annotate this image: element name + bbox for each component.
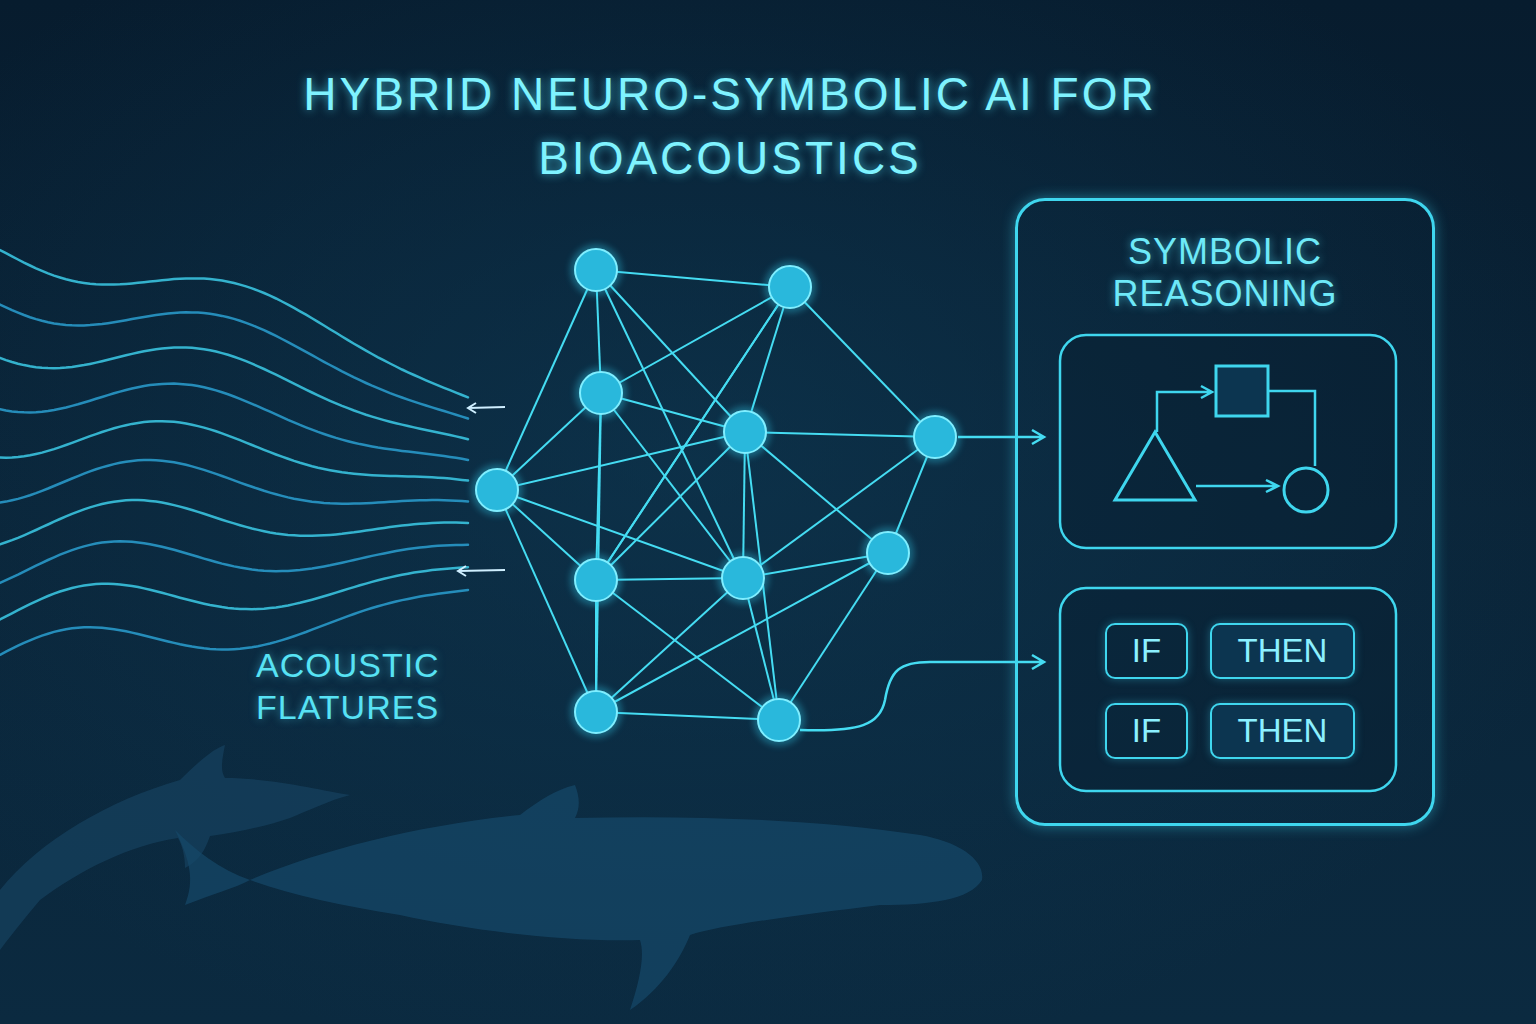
network-link <box>497 432 745 490</box>
neuron <box>580 372 622 414</box>
network-link <box>596 432 745 580</box>
neuron <box>575 559 617 601</box>
dolphin-silhouette <box>0 745 350 950</box>
neuron-glow <box>471 464 523 516</box>
rules-box <box>1060 588 1396 791</box>
rule-box: THEN <box>1210 703 1355 759</box>
neuron-glow <box>719 406 771 458</box>
network-link <box>497 490 743 578</box>
neuron-glow <box>570 686 622 738</box>
panel-heading: SYMBOLIC REASONING <box>1018 231 1432 315</box>
wave-line <box>0 590 468 655</box>
network-link <box>745 432 935 437</box>
neuron-glow <box>753 694 805 746</box>
neuron <box>914 416 956 458</box>
network-link <box>596 553 888 712</box>
rule-box: IF <box>1105 623 1188 679</box>
neuron <box>758 699 800 741</box>
axis-label: ACOUSTIC FLATURES <box>256 644 496 728</box>
network-link <box>596 393 601 712</box>
neuron <box>769 266 811 308</box>
network-link <box>745 432 888 553</box>
neuron <box>724 411 766 453</box>
neuron-glow <box>764 261 816 313</box>
rule-keyword: THEN <box>1238 712 1328 750</box>
wave-line <box>0 567 468 619</box>
neuron <box>575 249 617 291</box>
output-arrows <box>800 430 1044 730</box>
wave-line <box>0 421 468 480</box>
neuron-glow <box>717 552 769 604</box>
network-link <box>743 437 935 578</box>
neuron <box>867 532 909 574</box>
flowchart-box <box>1060 335 1396 548</box>
whale-silhouette <box>250 785 982 1010</box>
whale-tail <box>175 830 250 905</box>
wave-line <box>0 384 468 460</box>
neuron-glow <box>909 411 961 463</box>
wave-line <box>0 460 468 504</box>
rule-keyword: THEN <box>1238 632 1328 670</box>
wave-line <box>0 500 468 544</box>
network-link <box>779 553 888 720</box>
network-link <box>596 287 790 580</box>
small-arrows <box>458 403 505 576</box>
rule-box: THEN <box>1210 623 1355 679</box>
network-link <box>790 287 935 437</box>
neural-network <box>471 244 961 746</box>
wave-line <box>0 250 468 397</box>
wave-line <box>0 305 468 419</box>
neuron <box>722 557 764 599</box>
sound-waves <box>0 250 468 655</box>
neuron <box>575 691 617 733</box>
network-link <box>596 393 601 580</box>
rule-box: IF <box>1105 703 1188 759</box>
rule-keyword: IF <box>1132 712 1161 750</box>
neuron-glow <box>570 244 622 296</box>
network-link <box>596 712 779 720</box>
neuron-glow <box>862 527 914 579</box>
neuron-glow <box>570 554 622 606</box>
neuron-glow <box>575 367 627 419</box>
reasoning-panel: SYMBOLIC REASONING IF THEN IF THEN <box>1015 198 1435 826</box>
rule-keyword: IF <box>1132 632 1161 670</box>
neuron <box>476 469 518 511</box>
wave-line <box>0 347 468 439</box>
network-link <box>596 270 790 287</box>
title: HYBRID NEURO-SYMBOLIC AI FOR BIOACOUSTIC… <box>300 62 1160 190</box>
network-link <box>596 287 790 580</box>
